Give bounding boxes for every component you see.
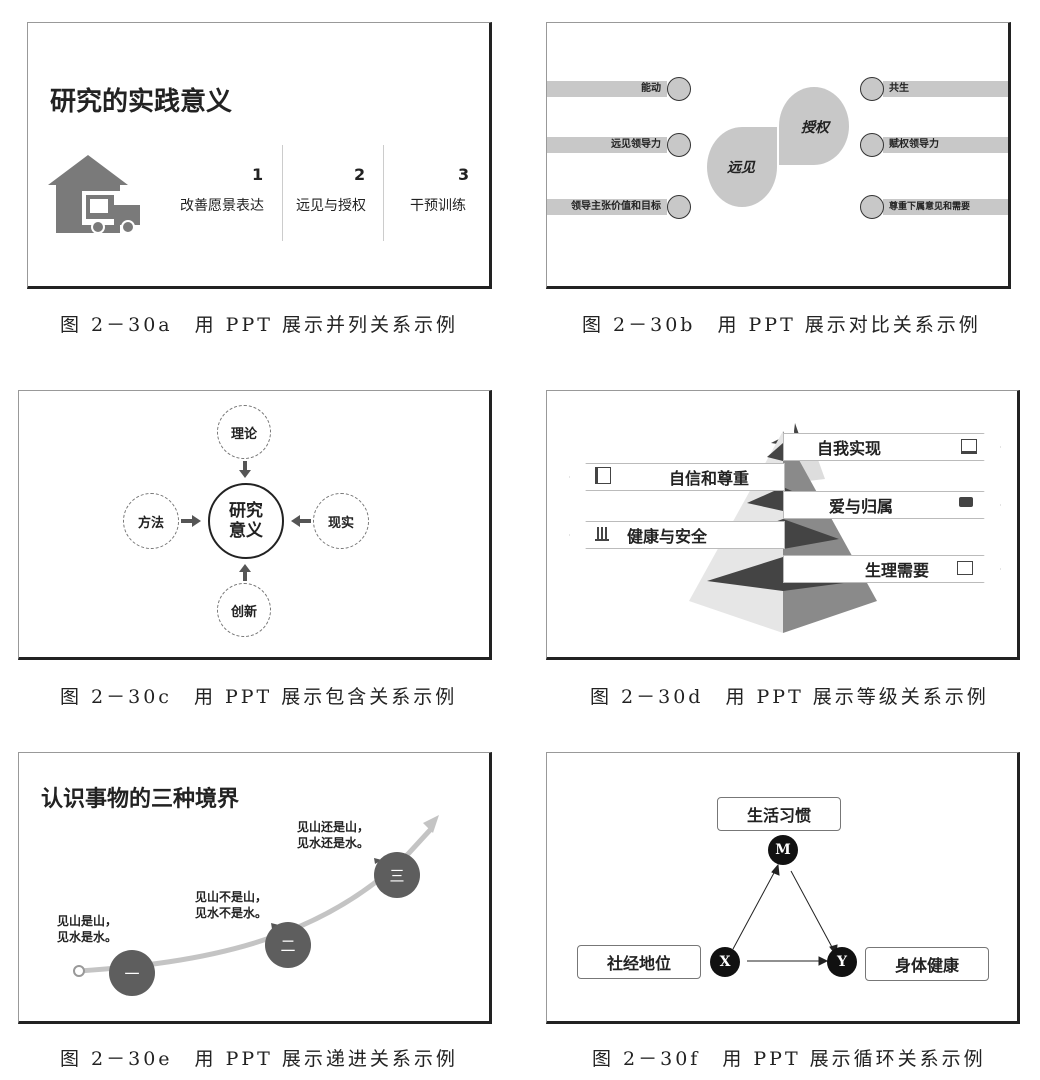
divider <box>282 145 283 241</box>
slide-inclusion: 研究 意义 理论 方法 现实 创新 <box>18 390 492 660</box>
item-3-number: 3 <box>458 165 470 184</box>
item-2-number: 2 <box>354 165 366 184</box>
stage-1-text: 见山是山， 见水是水。 <box>57 913 117 945</box>
slide-a-title: 研究的实践意义 <box>50 87 233 117</box>
divider <box>383 145 384 241</box>
drop-shape-right <box>779 87 849 165</box>
left-circle-3 <box>667 195 691 219</box>
caption-a: 图 2－30a 用 PPT 展示并列关系示例 <box>60 314 458 336</box>
slide-e-title: 认识事物的三种境界 <box>41 787 240 812</box>
left-label-1: 能动 <box>641 83 661 94</box>
right-circle-2 <box>860 133 884 157</box>
right-bar-3: 尊重下属意见和需要 <box>883 199 1008 215</box>
drop-shape-left <box>707 127 777 207</box>
node-innovation: 创新 <box>217 583 271 637</box>
stage-2-marker: 二 <box>265 922 311 968</box>
label-m-box: 生活习惯 <box>717 797 841 831</box>
item-3-label: 干预训练 <box>410 198 466 214</box>
house-truck-icon <box>46 155 146 235</box>
node-method: 方法 <box>123 493 179 549</box>
center-line-1: 研究 <box>229 501 263 521</box>
slide-progression: 认识事物的三种境界 一 二 三 见山是山， 见水是水。 见山不是山， 见水不是水… <box>18 752 492 1024</box>
right-label-3: 尊重下属意见和需要 <box>889 202 971 212</box>
slide-parallel: 研究的实践意义 1 改善愿景表达 2 远见与授权 3 干预训练 <box>27 22 492 289</box>
caption-c: 图 2－30c 用 PPT 展示包含关系示例 <box>60 686 458 708</box>
arrows <box>181 461 311 581</box>
slide-contrast: 能动 远见领导力 领导主张价值和目标 共生 赋权领导力 尊重下属意见和需要 远见… <box>546 22 1011 289</box>
left-label-3: 领导主张价值和目标 <box>571 201 661 212</box>
left-bar-1: 能动 <box>547 81 667 97</box>
stage-2-text: 见山不是山， 见水不是水。 <box>195 889 267 921</box>
arrow-tag-physiological <box>783 555 1001 583</box>
node-y: Y <box>827 947 857 977</box>
chat-icon <box>959 497 973 507</box>
monitor-icon <box>961 439 977 454</box>
level-esteem: 自信和尊重 <box>669 469 750 488</box>
stage-1-marker: 一 <box>109 950 155 996</box>
caption-e: 图 2－30e 用 PPT 展示递进关系示例 <box>60 1048 458 1070</box>
left-bar-2: 远见领导力 <box>547 137 667 153</box>
left-circle-1 <box>667 77 691 101</box>
right-bar-1: 共生 <box>883 81 1008 97</box>
stage-3-marker: 三 <box>374 852 420 898</box>
right-circle-3 <box>860 195 884 219</box>
stage-2-line-1: 见山不是山， <box>195 890 268 904</box>
node-m: M <box>768 835 798 865</box>
stage-3-text: 见山还是山， 见水还是水。 <box>297 819 369 851</box>
item-1-number: 1 <box>252 165 264 184</box>
node-reality: 现实 <box>313 493 369 549</box>
left-bar-3: 领导主张价值和目标 <box>547 199 667 215</box>
label-y-box: 身体健康 <box>865 947 989 981</box>
level-belonging: 爱与归属 <box>829 497 894 516</box>
caption-f: 图 2－30f 用 PPT 展示循环关系示例 <box>592 1048 986 1070</box>
node-x: X <box>710 947 740 977</box>
stage-2-line-2: 见水不是水。 <box>195 906 268 920</box>
level-self-actualization: 自我实现 <box>817 439 882 458</box>
slide-hierarchy: 自我实现 自信和尊重 爱与归属 健康与安全 生理需要 <box>546 390 1020 660</box>
level-safety: 健康与安全 <box>627 527 708 546</box>
stage-3-line-1: 见山还是山， <box>297 820 370 834</box>
right-label-1: 共生 <box>889 83 909 94</box>
item-2-label: 远见与授权 <box>296 198 366 214</box>
cycle-arrows <box>732 863 838 966</box>
drop-left-label: 远见 <box>727 160 755 176</box>
center-circle: 研究 意义 <box>208 483 284 559</box>
presentation-icon <box>957 561 973 575</box>
caption-d: 图 2－30d 用 PPT 展示等级关系示例 <box>590 686 989 708</box>
document-icon <box>595 467 611 484</box>
node-theory: 理论 <box>217 405 271 459</box>
center-line-2: 意义 <box>229 521 263 541</box>
bar-chart-icon <box>595 527 609 541</box>
stage-1-line-1: 见山是山， <box>57 914 118 928</box>
level-physiological: 生理需要 <box>865 561 930 580</box>
caption-b: 图 2－30b 用 PPT 展示对比关系示例 <box>582 314 981 336</box>
right-bar-2: 赋权领导力 <box>883 137 1008 153</box>
item-1-label: 改善愿景表达 <box>180 198 264 214</box>
stage-1-line-2: 见水是水。 <box>57 930 118 944</box>
left-label-2: 远见领导力 <box>611 139 661 150</box>
right-circle-1 <box>860 77 884 101</box>
right-label-2: 赋权领导力 <box>889 139 939 150</box>
slide-cycle: 生活习惯 社经地位 身体健康 M X Y <box>546 752 1020 1024</box>
label-x-box: 社经地位 <box>577 945 701 979</box>
left-circle-2 <box>667 133 691 157</box>
drop-right-label: 授权 <box>801 120 829 136</box>
stage-3-line-2: 见水还是水。 <box>297 836 370 850</box>
arrow-tag-self-actualization <box>783 433 1001 461</box>
